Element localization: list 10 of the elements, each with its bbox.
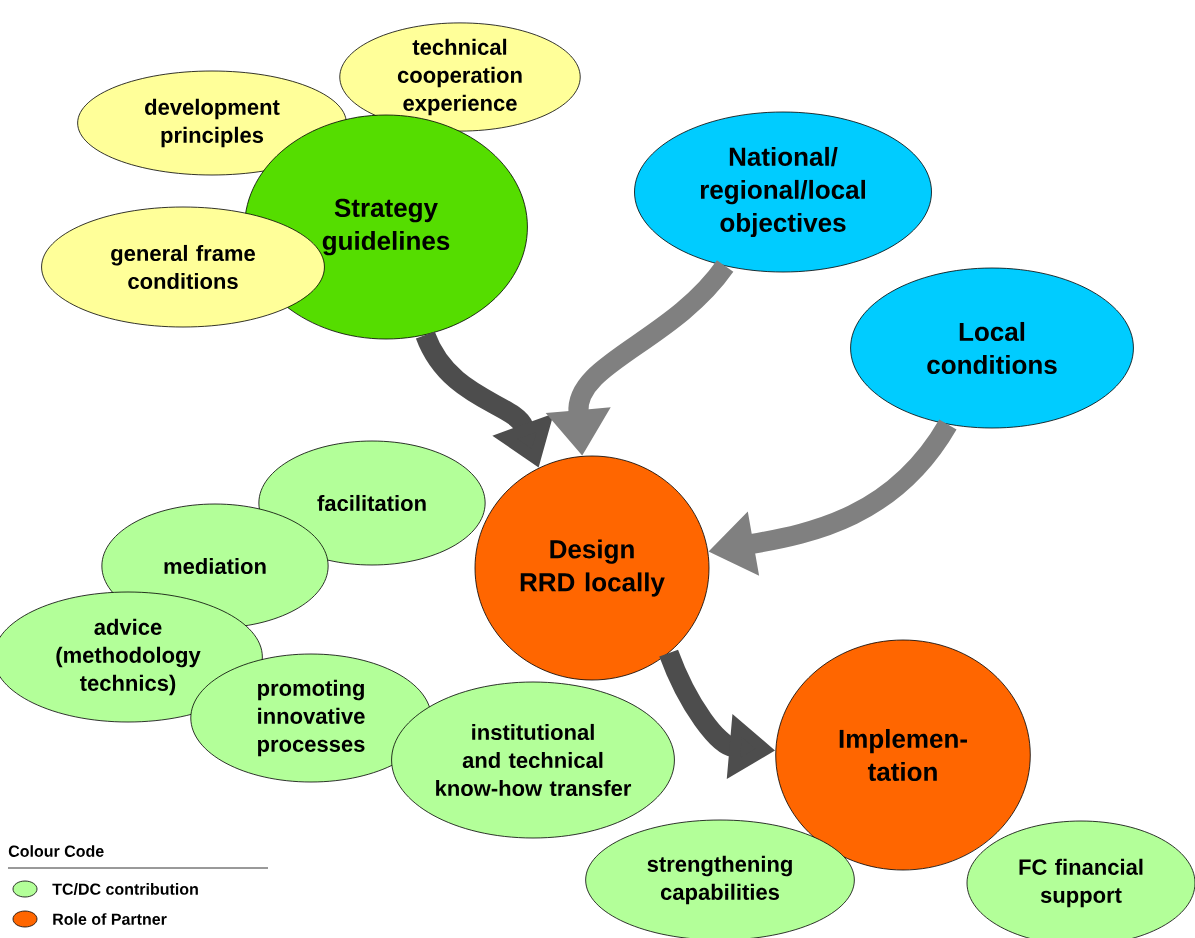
legend-text: TC/DC contribution xyxy=(52,883,198,895)
ellipse-node: institutional and technical know-how transfer xyxy=(391,681,675,839)
ellipse-node: National/ regional/local objectives xyxy=(634,111,932,273)
ellipse-node: FC financial support xyxy=(966,820,1195,938)
legend-text: Role of Partner xyxy=(53,913,167,925)
ellipse-node: Local conditions xyxy=(850,267,1134,429)
ellipse-node: technical cooperation experience xyxy=(339,22,581,132)
ellipse-node: strengthening capabilities xyxy=(585,819,855,938)
legend-heading: Colour Code xyxy=(8,845,104,857)
ellipse-node: Design RRD locally xyxy=(474,455,710,681)
